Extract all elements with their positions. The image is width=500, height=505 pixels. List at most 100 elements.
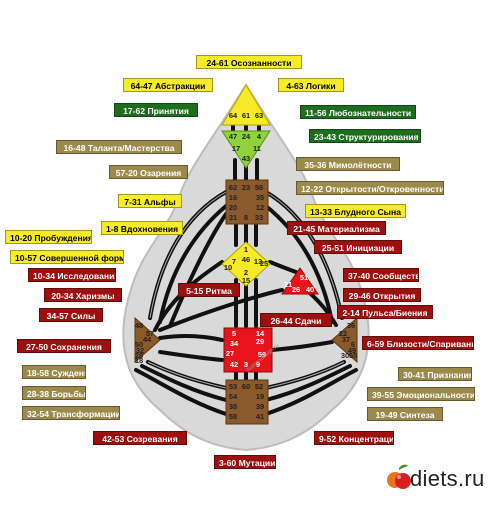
gate-g-15: 15 xyxy=(242,276,250,285)
channel-label-42-53: 42-53 Созревания xyxy=(93,431,187,445)
sacral-center xyxy=(223,327,273,373)
channel-label-25-51: 25-51 Инициации xyxy=(314,240,402,254)
gate-solar-37: 37 xyxy=(342,335,350,344)
gate-heart-26: 26 xyxy=(292,285,300,294)
channel-label-17-62: 17-62 Принятия xyxy=(114,103,198,117)
gate-solar-36: 36 xyxy=(347,321,355,330)
throat-center xyxy=(225,179,269,225)
gate-spleen-18: 18 xyxy=(135,356,143,365)
gate-throat-35: 35 xyxy=(256,193,264,202)
gate-throat-23: 23 xyxy=(242,183,250,192)
gate-sacral-27: 27 xyxy=(226,349,234,358)
channel-label-18-58: 18-58 Суждения xyxy=(22,365,86,379)
channel-label-34-57: 34-57 Силы xyxy=(39,308,103,322)
gate-sacral-59: 59 xyxy=(258,350,266,359)
gate-ajna-4: 4 xyxy=(257,132,262,141)
channel-label-37-40: 37-40 Сообщества xyxy=(343,268,419,282)
gate-heart-51: 51 xyxy=(300,273,308,282)
gate-spleen-32: 32 xyxy=(136,346,144,355)
channel-label-1-8: 1-8 Вдохновения xyxy=(101,221,183,235)
gate-root-53: 53 xyxy=(229,382,237,391)
gate-heart-21: 21 xyxy=(284,280,292,289)
solar-plexus-center xyxy=(331,316,358,364)
ajna-center xyxy=(221,130,271,169)
gate-sacral-9: 9 xyxy=(256,360,260,369)
gate-throat-56: 56 xyxy=(255,183,263,192)
gate-sacral-3: 3 xyxy=(244,360,248,369)
gate-g-25: 25 xyxy=(260,259,268,268)
gate-ajna-17: 17 xyxy=(232,144,240,153)
channel-label-13-33: 13-33 Блудного Сына xyxy=(305,204,406,218)
gate-throat-20: 20 xyxy=(229,203,237,212)
gate-g-2: 2 xyxy=(244,268,248,277)
head-center xyxy=(221,84,271,126)
gate-g-13: 13 xyxy=(254,257,262,266)
gate-spleen-57: 57 xyxy=(146,329,154,338)
gate-heart-40: 40 xyxy=(306,285,314,294)
gate-root-54: 54 xyxy=(229,392,238,401)
channel-label-21-45: 21-45 Материализма xyxy=(287,221,386,235)
channel-label-9-52: 9-52 Концентрации xyxy=(314,431,394,445)
gate-head-64: 64 xyxy=(229,111,238,120)
gate-throat-33: 33 xyxy=(255,213,263,222)
channel-label-20-34: 20-34 Харизмы xyxy=(44,288,122,302)
channel-label-27-50: 27-50 Сохранения xyxy=(17,339,111,353)
gate-ajna-47: 47 xyxy=(229,132,237,141)
channel-label-4-63: 4-63 Логики xyxy=(278,78,344,92)
gate-root-39: 39 xyxy=(256,402,264,411)
gate-sacral-42: 42 xyxy=(230,360,238,369)
gate-sacral-29: 29 xyxy=(256,337,264,346)
gate-g-7: 7 xyxy=(232,257,236,266)
gate-root-41: 41 xyxy=(256,412,264,421)
channel-label-3-60: 3-60 Мутации xyxy=(214,455,276,469)
gate-head-63: 63 xyxy=(255,111,263,120)
channel-label-32-54: 32-54 Трансформации xyxy=(22,406,120,420)
gate-solar-22: 22 xyxy=(339,329,347,338)
channel-label-39-55: 39-55 Эмоциональности xyxy=(367,387,475,401)
channel-label-24-61: 24-61 Осознанности xyxy=(196,55,302,69)
gate-sacral-34: 34 xyxy=(230,339,239,348)
channel-label-35-36: 35-36 Мимолётности xyxy=(296,157,400,171)
channel-label-30-41: 30-41 Признания xyxy=(398,367,472,381)
channel-label-12-22: 12-22 Открытости/Откровенности xyxy=(296,181,444,195)
channel-label-64-47: 64-47 Абстракции xyxy=(123,78,213,92)
channel-label-29-46: 29-46 Открытия xyxy=(343,288,421,302)
gate-throat-62: 62 xyxy=(229,183,237,192)
fruit-icon xyxy=(387,464,411,489)
gate-head-61: 61 xyxy=(242,111,250,120)
gate-root-38: 38 xyxy=(229,402,237,411)
gate-ajna-24: 24 xyxy=(242,132,251,141)
channel-label-10-20: 10-20 Пробуждения xyxy=(5,230,92,244)
spleen-center xyxy=(134,316,161,364)
gate-solar-49: 49 xyxy=(348,346,356,355)
channel-label-7-31: 7-31 Альфы xyxy=(118,194,182,208)
gate-solar-30: 30 xyxy=(341,351,349,360)
gate-root-52: 52 xyxy=(255,382,263,391)
gate-spleen-50: 50 xyxy=(135,340,143,349)
gate-spleen-28: 28 xyxy=(135,351,143,360)
gate-root-58: 58 xyxy=(229,412,237,421)
g-center xyxy=(221,241,271,287)
channel-label-23-43: 23-43 Структурирования xyxy=(309,129,421,143)
channel-label-19-49: 19-49 Синтеза xyxy=(367,407,443,421)
gate-solar-55: 55 xyxy=(349,351,357,360)
channel-label-16-48: 16-48 Таланта/Мастерства xyxy=(56,140,182,154)
gate-g-46: 46 xyxy=(242,255,250,264)
gate-spleen-48: 48 xyxy=(135,321,143,330)
channel-label-11-56: 11-56 Любознательности xyxy=(300,105,416,119)
channel-label-28-38: 28-38 Борьбы xyxy=(22,386,86,400)
gate-g-1: 1 xyxy=(244,245,248,254)
gate-throat-8: 8 xyxy=(244,213,248,222)
gate-root-60: 60 xyxy=(242,382,250,391)
channel-label-5-15: 5-15 Ритма xyxy=(178,283,240,297)
gate-ajna-11: 11 xyxy=(253,144,261,153)
heart-center xyxy=(281,267,319,295)
brand-logo: diets.ru xyxy=(386,464,496,494)
channel-label-57-20: 57-20 Озарения xyxy=(109,165,188,179)
channel-label-26-44: 26-44 Сдачи xyxy=(260,313,332,327)
gate-spleen-44: 44 xyxy=(143,335,152,344)
gate-throat-31: 31 xyxy=(229,213,237,222)
